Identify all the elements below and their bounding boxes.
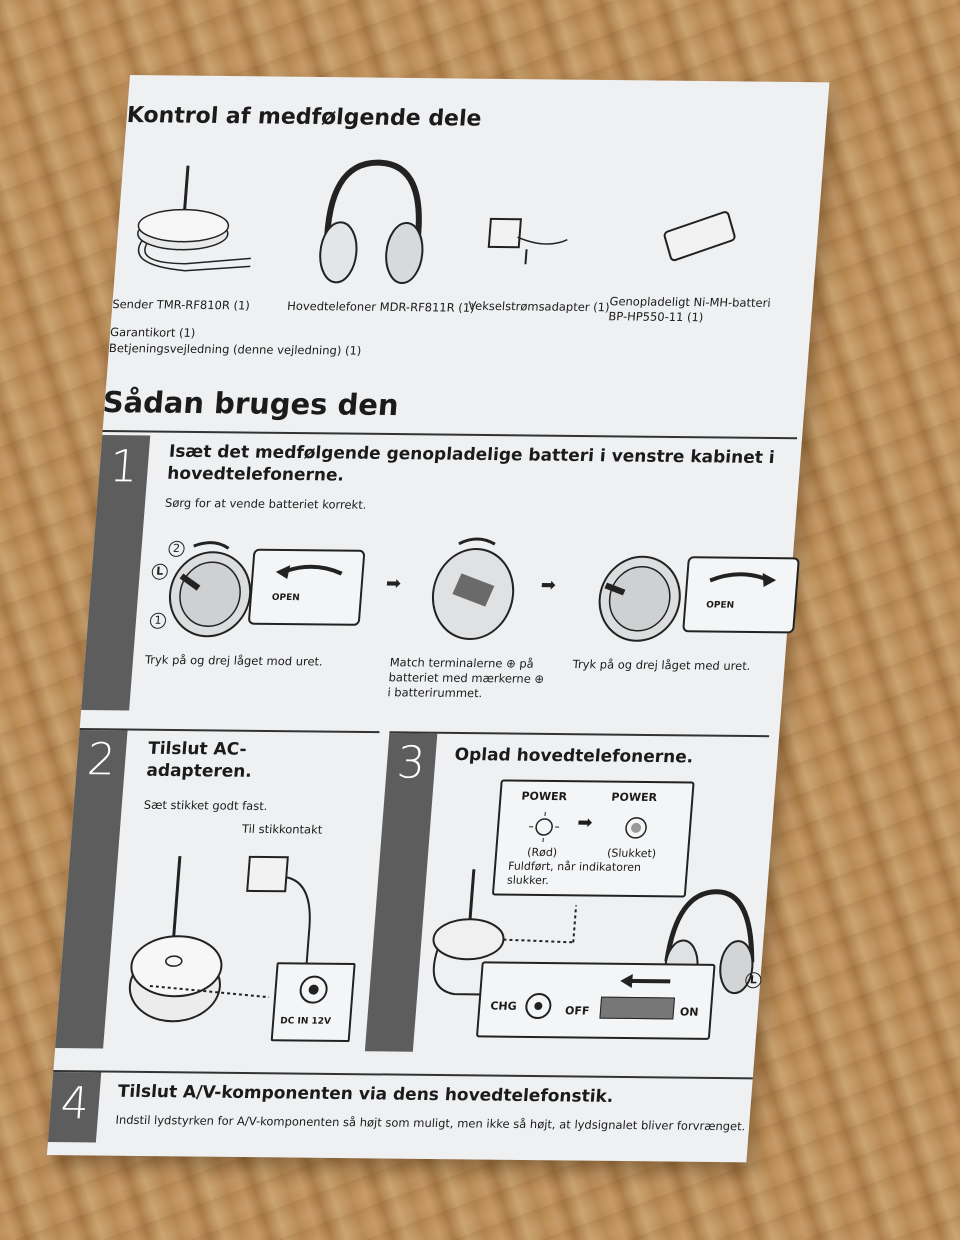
adapter-connection-illustration	[128, 855, 311, 1023]
state-off: (Slukket)	[606, 846, 657, 861]
power-light-on-icon	[529, 811, 560, 842]
step-2-number: 2	[85, 734, 118, 786]
step-2-subtext: Sæt stikket godt fast.	[143, 797, 268, 814]
caption-match-terminals: Match terminalerne ⊕ på batteriet med mæ…	[386, 655, 545, 701]
caption-headphones: Hovedtelefoner MDR-RF811R (1)	[286, 298, 476, 315]
section-title-usage: Sådan bruges den	[101, 384, 401, 423]
dc-jack-icon	[299, 975, 328, 1004]
section-rule	[102, 430, 798, 440]
chg-jack-icon	[525, 993, 552, 1020]
label-L-headphone: L	[744, 972, 762, 989]
step-3-rule	[389, 731, 770, 738]
step-2-heading: Tilslut AC- adapteren.	[145, 738, 253, 782]
transmitter-illustration	[137, 165, 251, 272]
charge-switch-box: CHG OFF ON	[475, 961, 716, 1040]
step-3-number: 3	[395, 737, 428, 789]
zoom-box-open: OPEN	[247, 548, 366, 626]
battery-illustration	[663, 211, 736, 262]
arrow-right-icon-3: ➡	[576, 812, 594, 834]
dc-in-jack-box: DC IN 12V	[270, 962, 356, 1043]
arrow-left-icon-2	[620, 973, 671, 988]
step-1-heading: Isæt det medfølgende genopladelige batte…	[166, 441, 776, 486]
caption-sender: Sender TMR-RF810R (1)	[111, 297, 251, 313]
caption-battery: Genopladeligt Ni-MH-batteri BP-HP550-11 …	[607, 294, 772, 325]
on-label: ON	[679, 1005, 699, 1019]
arrow-left-icon	[275, 564, 343, 580]
close-cover-right-illustration	[598, 555, 681, 642]
power-label-before: POWER	[521, 789, 568, 804]
caption-adapter: Vekselstrømsadapter (1)	[467, 298, 611, 315]
outlet-label: Til stikkontakt	[241, 821, 323, 837]
ac-adapter-illustration	[487, 217, 568, 265]
off-label: OFF	[564, 1004, 590, 1018]
chg-label: CHG	[489, 999, 518, 1013]
caption-turn-cw: Tryk på og drej låget med uret.	[572, 657, 751, 673]
power-switch[interactable]	[599, 996, 676, 1020]
arrow-right-icon-2: ➡	[539, 574, 557, 596]
dc-in-label: DC IN 12V	[279, 1016, 332, 1027]
caption-warranty: Garantikort (1)	[109, 325, 196, 340]
power-indicator-box: POWER POWER ➡ (Rød) (Slukket) Fuldført, …	[491, 779, 695, 898]
arrow-right-curve-icon	[709, 572, 777, 588]
state-red: (Rød)	[526, 845, 558, 860]
step-1-number: 1	[107, 441, 140, 493]
step-4-number: 4	[58, 1078, 91, 1130]
headphones-illustration	[319, 159, 424, 285]
step-4-bar: 4	[47, 1072, 102, 1143]
open-cover-left-illustration	[168, 541, 252, 638]
caption-turn-ccw: Tryk på og drej låget mod uret.	[144, 652, 324, 669]
power-light-off-icon	[625, 817, 647, 839]
step-4-rule	[53, 1070, 753, 1080]
arrow-right-icon: ➡	[385, 573, 402, 595]
step-4-heading: Tilslut A/V-komponenten via dens hovedte…	[117, 1081, 615, 1107]
zoom-box-close: OPEN	[682, 556, 800, 634]
step-3-heading: Oplad hovedtelefonerne.	[453, 744, 695, 768]
instruction-sheet: Kontrol af medfølgende dele Sender TMR-R…	[46, 75, 830, 1163]
section-title-contents: Kontrol af medfølgende dele	[125, 103, 483, 132]
battery-compartment-illustration	[431, 537, 515, 641]
step-4-subtext: Indstil lydstyrken for A/V-komponenten s…	[115, 1112, 746, 1134]
step-1-subtext: Sørg for at vende batteriet korrekt.	[164, 495, 367, 512]
caption-manual: Betjeningsvejledning (denne vejledning) …	[108, 341, 362, 358]
open-label: OPEN	[271, 592, 301, 604]
open-label-2: OPEN	[705, 600, 735, 611]
power-label-after: POWER	[610, 790, 658, 805]
